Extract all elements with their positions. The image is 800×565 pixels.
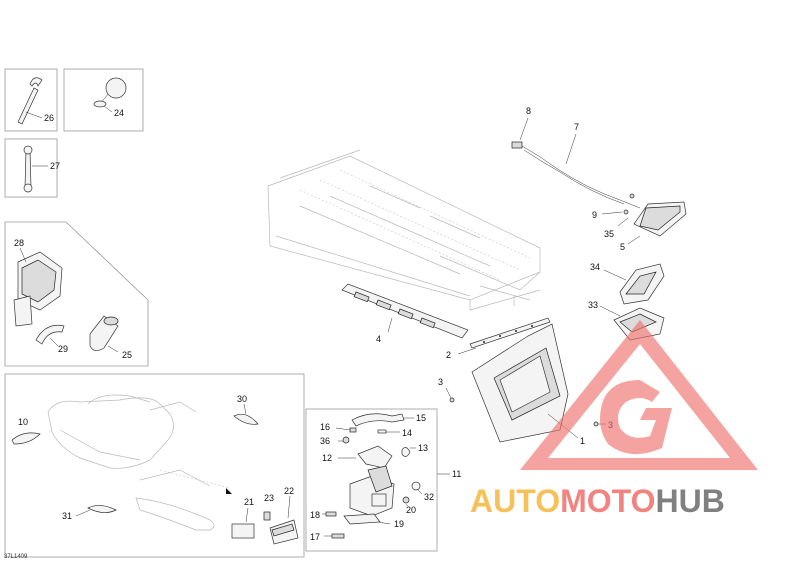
- callout-10: 10: [18, 417, 28, 427]
- watermark-hub: HUB: [655, 483, 724, 519]
- callout-19: 19: [394, 519, 404, 529]
- callout-28: 28: [14, 238, 24, 248]
- callout-30: 30: [237, 394, 247, 404]
- callout-32: 32: [424, 492, 434, 502]
- callout-12: 12: [322, 453, 332, 463]
- part-5-taillight: 5 9 35: [592, 193, 687, 252]
- part-1-snowflap: 1: [471, 323, 585, 446]
- watermark-auto: AUTO: [470, 483, 560, 519]
- callout-27: 27: [50, 161, 60, 171]
- part-34-housing: 34: [590, 262, 665, 305]
- part-2-strip: 2: [446, 317, 551, 360]
- callout-11: 11: [452, 469, 461, 479]
- part-4-rail: 4: [341, 283, 469, 344]
- callout-29: 29: [58, 344, 68, 354]
- callout-3a: 3: [438, 377, 443, 387]
- callout-2: 2: [446, 350, 451, 360]
- callout-17: 17: [310, 532, 320, 542]
- callout-25: 25: [122, 350, 132, 360]
- part-3-screw-left: 3: [438, 377, 455, 403]
- callout-7: 7: [574, 122, 579, 132]
- callout-36: 36: [320, 436, 330, 446]
- callout-24: 24: [114, 108, 124, 118]
- callout-35: 35: [604, 229, 614, 239]
- callout-16: 16: [320, 422, 330, 432]
- callout-34: 34: [590, 262, 600, 272]
- callout-23: 23: [264, 493, 274, 503]
- callout-31: 31: [62, 511, 72, 521]
- callout-33: 33: [588, 300, 598, 310]
- callout-9: 9: [592, 210, 597, 220]
- callout-5: 5: [620, 242, 625, 252]
- watermark-moto: MOTO: [560, 483, 655, 519]
- diagram-reference: 37L1409: [4, 554, 28, 560]
- hitch-box: 15 16 14 36 13 12 32 20: [305, 408, 438, 552]
- callout-21: 21: [244, 497, 254, 507]
- callout-14: 14: [402, 428, 412, 438]
- tool-box-wrench-26: 26: [4, 68, 58, 132]
- callout-13: 13: [418, 443, 428, 453]
- automotohub-watermark: AUTOMOTOHUB: [470, 320, 758, 519]
- callout-20: 20: [406, 505, 416, 515]
- callout-1: 1: [580, 436, 585, 446]
- svg-text:AUTOMOTOHUB: AUTOMOTOHUB: [470, 483, 725, 519]
- tool-box-wrench-27: 27: [4, 138, 60, 198]
- callout-22: 22: [284, 486, 294, 496]
- callout-4: 4: [376, 334, 381, 344]
- sled-box: 10 30 31 21 23 22: [4, 373, 305, 558]
- tool-box-mirror-24: 24: [63, 68, 144, 132]
- callout-26: 26: [44, 113, 54, 123]
- callout-15: 15: [416, 413, 426, 423]
- part-33-bracket: 33: [588, 300, 665, 341]
- ghost-chassis: [267, 149, 541, 311]
- storage-box-28: 28 29 25: [4, 221, 149, 367]
- callout-18: 18: [310, 510, 320, 520]
- callout-8: 8: [526, 106, 531, 116]
- part-7-harness: 8 7: [511, 106, 641, 209]
